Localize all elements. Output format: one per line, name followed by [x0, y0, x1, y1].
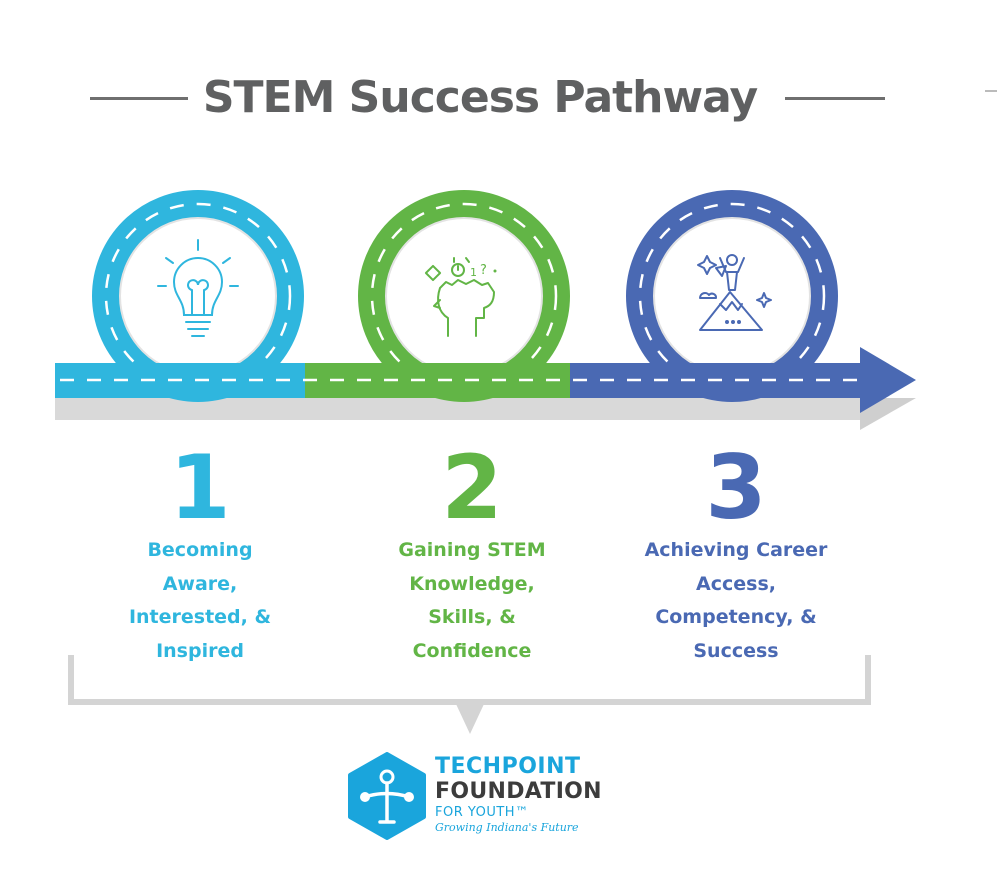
road-arrow-head: [860, 347, 916, 413]
logo-name-youth: FOR YOUTH™: [435, 805, 529, 820]
step-1-number: 1: [169, 436, 231, 539]
techpoint-logo: TECHPOINT FOUNDATION FOR YOUTH™ Growing …: [344, 752, 614, 842]
step-3-line-2: Access,: [696, 572, 776, 595]
road-shadow: [55, 398, 860, 420]
thinking-head-icon: 1 ?: [424, 257, 497, 337]
lightbulb-icon: [157, 239, 239, 337]
step-1-line-2: Aware,: [162, 572, 238, 595]
step-2-label: Gaining STEM Knowledge, Skills, & Confid…: [352, 534, 592, 668]
svg-text:?: ?: [480, 263, 487, 278]
step-1-line-4: Inspired: [156, 639, 244, 662]
title-left-rule: [90, 97, 188, 100]
loop-3: [626, 190, 838, 402]
svg-text:1: 1: [470, 266, 477, 279]
loop-2: [358, 190, 570, 402]
step-2-line-2: Knowledge,: [409, 572, 535, 595]
arrow-shadow: [860, 398, 916, 430]
logo-tagline: Growing Indiana's Future: [435, 821, 579, 834]
techpoint-hexagon-icon: [348, 752, 426, 840]
step-1-line-1: Becoming: [147, 539, 253, 561]
step-3-line-3: Competency, &: [655, 606, 817, 628]
loop-1: [92, 190, 304, 402]
edge-dash: [985, 90, 997, 92]
step-2-line-3: Skills, &: [428, 606, 516, 628]
step-2-line-4: Confidence: [412, 639, 532, 662]
step-3-line-4: Success: [693, 639, 779, 662]
step-1-label: Becoming Aware, Interested, & Inspired: [80, 534, 320, 668]
logo-name-tech: TECHPOINT: [435, 754, 581, 779]
step-3-number: 3: [705, 436, 767, 539]
title-right-rule: [785, 97, 885, 100]
page-title: STEM Success Pathway: [202, 72, 758, 123]
step-2-number: 2: [441, 436, 503, 539]
step-2-line-1: Gaining STEM: [398, 539, 546, 561]
title-row: STEM Success Pathway: [0, 64, 1000, 134]
logo-name-foundation: FOUNDATION: [435, 779, 602, 804]
step-3-label: Achieving Career Access, Competency, & S…: [616, 534, 856, 668]
mountain-summit-icon: [697, 254, 772, 331]
pathway-road: 1 ?: [55, 190, 916, 430]
step-3-line-1: Achieving Career: [644, 539, 828, 561]
step-1-line-3: Interested, &: [128, 606, 272, 628]
